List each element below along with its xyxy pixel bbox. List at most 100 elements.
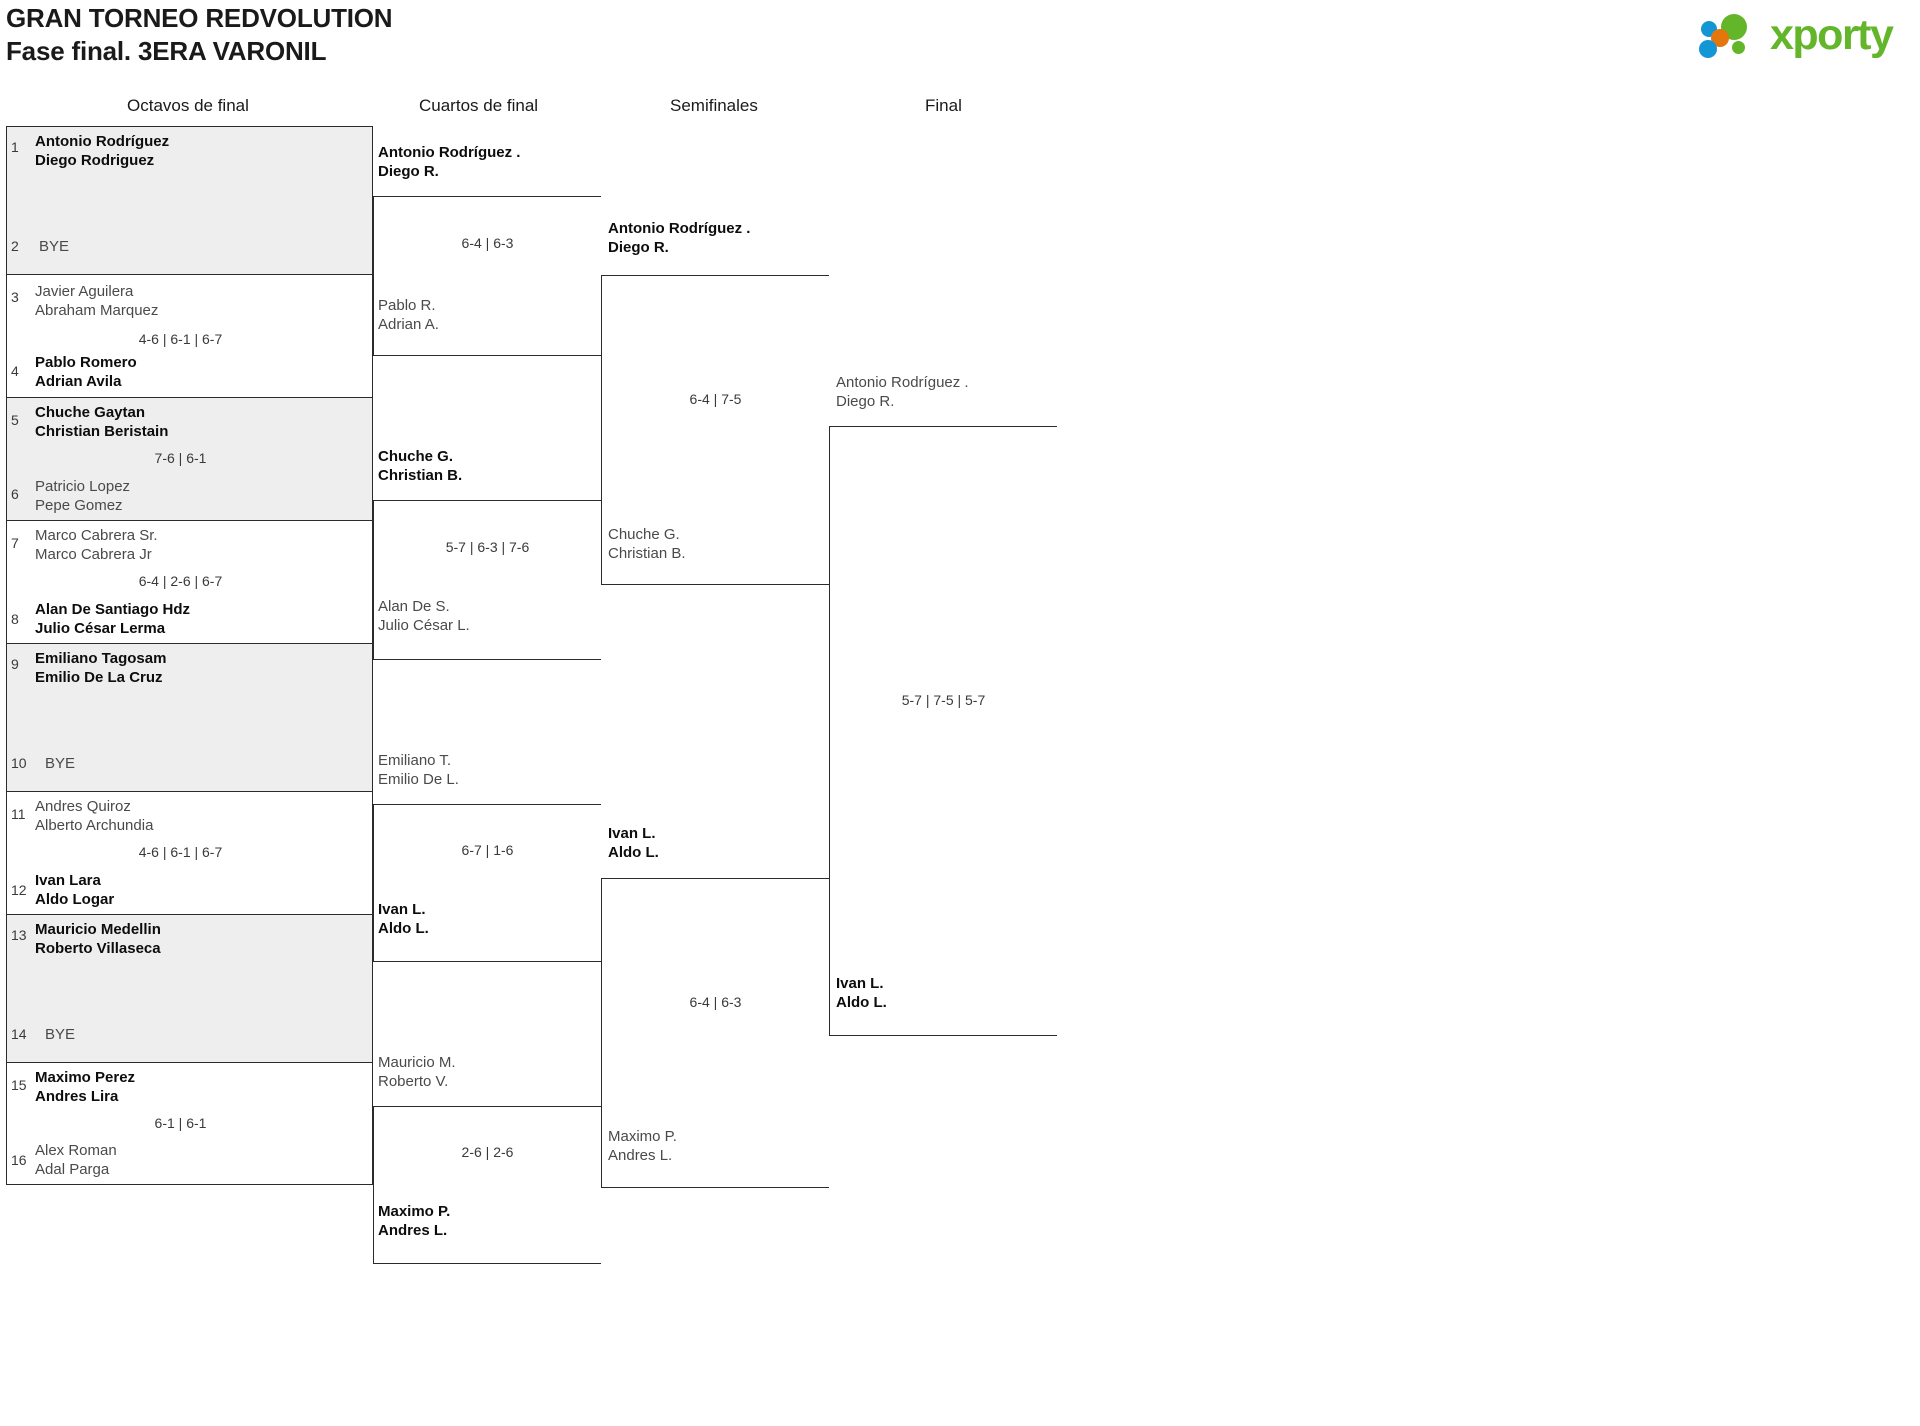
logo-dot-orange: [1711, 29, 1729, 47]
r1-m8-top-slot[interactable]: 15 Maximo Perez Andres Lira: [7, 1063, 372, 1127]
seed-number: 11: [11, 806, 26, 822]
r1-match-2[interactable]: 3 Javier Aguilera Abraham Marquez 4-6 | …: [6, 274, 373, 397]
r2-m3-score: 6-7 | 1-6: [461, 842, 514, 858]
team-names: Ivan Lara Aldo Logar: [35, 872, 115, 908]
r3-m2-connector: 6-4 | 6-3: [601, 878, 829, 1188]
r2-m4-bottom-team: Maximo P.Andres L.: [378, 1203, 451, 1239]
r1-m1-bottom-slot[interactable]: 2 BYE: [7, 228, 372, 274]
r1-m1-top-slot[interactable]: 1 Antonio Rodríguez Diego Rodriguez: [7, 127, 372, 191]
r3-m1-connector: 6-4 | 7-5: [601, 275, 829, 585]
r4-top-team: Antonio Rodríguez .Diego R.: [836, 374, 969, 410]
r2-m4-connector: 2-6 | 2-6: [373, 1106, 601, 1264]
r1-m3-bottom-slot[interactable]: 6 Patricio Lopez Pepe Gomez: [7, 472, 372, 520]
r1-m3-score: 7-6 | 6-1: [154, 450, 207, 466]
round-header-semifinales: Semifinales: [670, 96, 758, 115]
team-names: Antonio Rodríguez Diego Rodriguez: [35, 133, 170, 169]
team-names: Pablo Romero Adrian Avila: [35, 354, 137, 390]
r1-m6-top-slot[interactable]: 11 Andres Quiroz Alberto Archundia: [7, 792, 372, 856]
xporty-logo: xporty: [1694, 10, 1914, 62]
r1-m5-top-slot[interactable]: 9 Emiliano Tagosam Emilio De La Cruz: [7, 644, 372, 708]
r1-match-8[interactable]: 15 Maximo Perez Andres Lira 6-1 | 6-1 16…: [6, 1062, 373, 1185]
seed-number: 12: [11, 882, 27, 898]
r1-match-7[interactable]: 13 Mauricio Medellin Roberto Villaseca 1…: [6, 914, 373, 1062]
r3-m1-top-team: Antonio Rodríguez .Diego R.: [608, 220, 751, 256]
r1-match-3[interactable]: 5 Chuche Gaytan Christian Beristain 7-6 …: [6, 397, 373, 520]
seed-number: 4: [11, 363, 19, 379]
team-names: Alex Roman Adal Parga: [35, 1142, 117, 1178]
r2-m3-connector: 6-7 | 1-6: [373, 804, 601, 962]
r2-m1-bottom-team: Pablo R.Adrian A.: [378, 297, 439, 333]
round-header-octavos: Octavos de final: [127, 96, 249, 115]
r3-m1-score: 6-4 | 7-5: [689, 391, 742, 407]
seed-number: 9: [11, 656, 19, 672]
round-header-cuartos: Cuartos de final: [419, 96, 539, 115]
team-names: Alan De Santiago Hdz Julio César Lerma: [35, 601, 191, 637]
seed-number: 13: [11, 927, 27, 943]
r1-match-6[interactable]: 11 Andres Quiroz Alberto Archundia 4-6 |…: [6, 791, 373, 914]
r3-m2-bottom-team: Maximo P.Andres L.: [608, 1128, 677, 1164]
r1-m4-score: 6-4 | 2-6 | 6-7: [138, 573, 223, 589]
r2-m2-connector: 5-7 | 6-3 | 7-6: [373, 500, 601, 660]
r1-match-4[interactable]: 7 Marco Cabrera Sr. Marco Cabrera Jr 6-4…: [6, 520, 373, 643]
r1-m6-bottom-slot[interactable]: 12 Ivan Lara Aldo Logar: [7, 866, 372, 914]
r1-m7-top-slot[interactable]: 13 Mauricio Medellin Roberto Villaseca: [7, 915, 372, 979]
r2-m2-bottom-team: Alan De S.Julio César L.: [378, 598, 470, 634]
r2-m1-score: 6-4 | 6-3: [461, 235, 514, 251]
logo-dot-blue-lower: [1699, 40, 1717, 58]
team-names: Emiliano Tagosam Emilio De La Cruz: [35, 650, 167, 686]
tournament-title: GRAN TORNEO REDVOLUTION: [6, 3, 393, 33]
team-names: Andres Quiroz Alberto Archundia: [35, 798, 154, 834]
r2-m2-score: 5-7 | 6-3 | 7-6: [445, 539, 530, 555]
seed-number: 5: [11, 412, 19, 428]
round-header-final: Final: [925, 96, 962, 115]
r1-m7-bottom-slot[interactable]: 14 BYE: [7, 1016, 372, 1062]
team-names: Chuche Gaytan Christian Beristain: [35, 404, 169, 440]
seed-number: 15: [11, 1077, 27, 1093]
seed-number: 1: [11, 139, 19, 155]
r2-m3-top-team: Emiliano T.Emilio De L.: [378, 752, 459, 788]
r1-m4-bottom-slot[interactable]: 8 Alan De Santiago Hdz Julio César Lerma: [7, 595, 372, 643]
r3-m2-score: 6-4 | 6-3: [689, 994, 742, 1010]
r2-m4-score: 2-6 | 2-6: [461, 1144, 514, 1160]
seed-number: 14: [11, 1026, 27, 1042]
bye-label: BYE: [45, 1026, 76, 1043]
logo-wordmark: xporty: [1770, 11, 1894, 59]
seed-number: 7: [11, 535, 19, 551]
team-names: Patricio Lopez Pepe Gomez: [35, 478, 131, 514]
team-names: Mauricio Medellin Roberto Villaseca: [35, 921, 161, 957]
r2-m1-connector: 6-4 | 6-3: [373, 196, 601, 356]
seed-number: 16: [11, 1152, 27, 1168]
bye-label: BYE: [45, 755, 76, 772]
r1-match-5[interactable]: 9 Emiliano Tagosam Emilio De La Cruz 10 …: [6, 643, 373, 791]
r1-m8-score: 6-1 | 6-1: [154, 1115, 207, 1131]
r1-m8-bottom-slot[interactable]: 16 Alex Roman Adal Parga: [7, 1136, 372, 1184]
seed-number: 6: [11, 486, 19, 502]
seed-number: 8: [11, 611, 19, 627]
bye-label: BYE: [39, 238, 70, 255]
seed-number: 10: [11, 755, 27, 771]
r1-m2-bottom-slot[interactable]: 4 Pablo Romero Adrian Avila: [7, 349, 372, 397]
r3-m1-bottom-team: Chuche G.Christian B.: [608, 526, 686, 562]
r4-connector: 5-7 | 7-5 | 5-7: [829, 426, 1057, 1036]
r4-bottom-team: Ivan L.Aldo L.: [836, 975, 887, 1011]
r2-m2-top-team: Chuche G.Christian B.: [378, 448, 463, 484]
r1-m3-top-slot[interactable]: 5 Chuche Gaytan Christian Beristain: [7, 398, 372, 462]
r2-m3-bottom-team: Ivan L.Aldo L.: [378, 901, 429, 937]
r3-m2-top-team: Ivan L.Aldo L.: [608, 825, 659, 861]
r1-m6-score: 4-6 | 6-1 | 6-7: [138, 844, 223, 860]
logo-dot-green-small: [1732, 41, 1745, 54]
r2-m4-top-team: Mauricio M.Roberto V.: [378, 1054, 456, 1090]
r1-m5-bottom-slot[interactable]: 10 BYE: [7, 745, 372, 791]
r1-match-1[interactable]: 1 Antonio Rodríguez Diego Rodriguez 2 BY…: [6, 126, 373, 274]
r1-m2-score: 4-6 | 6-1 | 6-7: [138, 331, 223, 347]
r1-m2-top-slot[interactable]: 3 Javier Aguilera Abraham Marquez: [7, 275, 372, 339]
r1-m4-top-slot[interactable]: 7 Marco Cabrera Sr. Marco Cabrera Jr: [7, 521, 372, 585]
seed-number: 2: [11, 238, 19, 254]
team-names: Marco Cabrera Sr. Marco Cabrera Jr: [35, 527, 158, 563]
tournament-subtitle: Fase final. 3ERA VARONIL: [6, 36, 327, 66]
team-names: Javier Aguilera Abraham Marquez: [35, 283, 159, 319]
team-names: Maximo Perez Andres Lira: [35, 1069, 136, 1105]
seed-number: 3: [11, 289, 19, 305]
r4-score: 5-7 | 7-5 | 5-7: [901, 692, 986, 708]
